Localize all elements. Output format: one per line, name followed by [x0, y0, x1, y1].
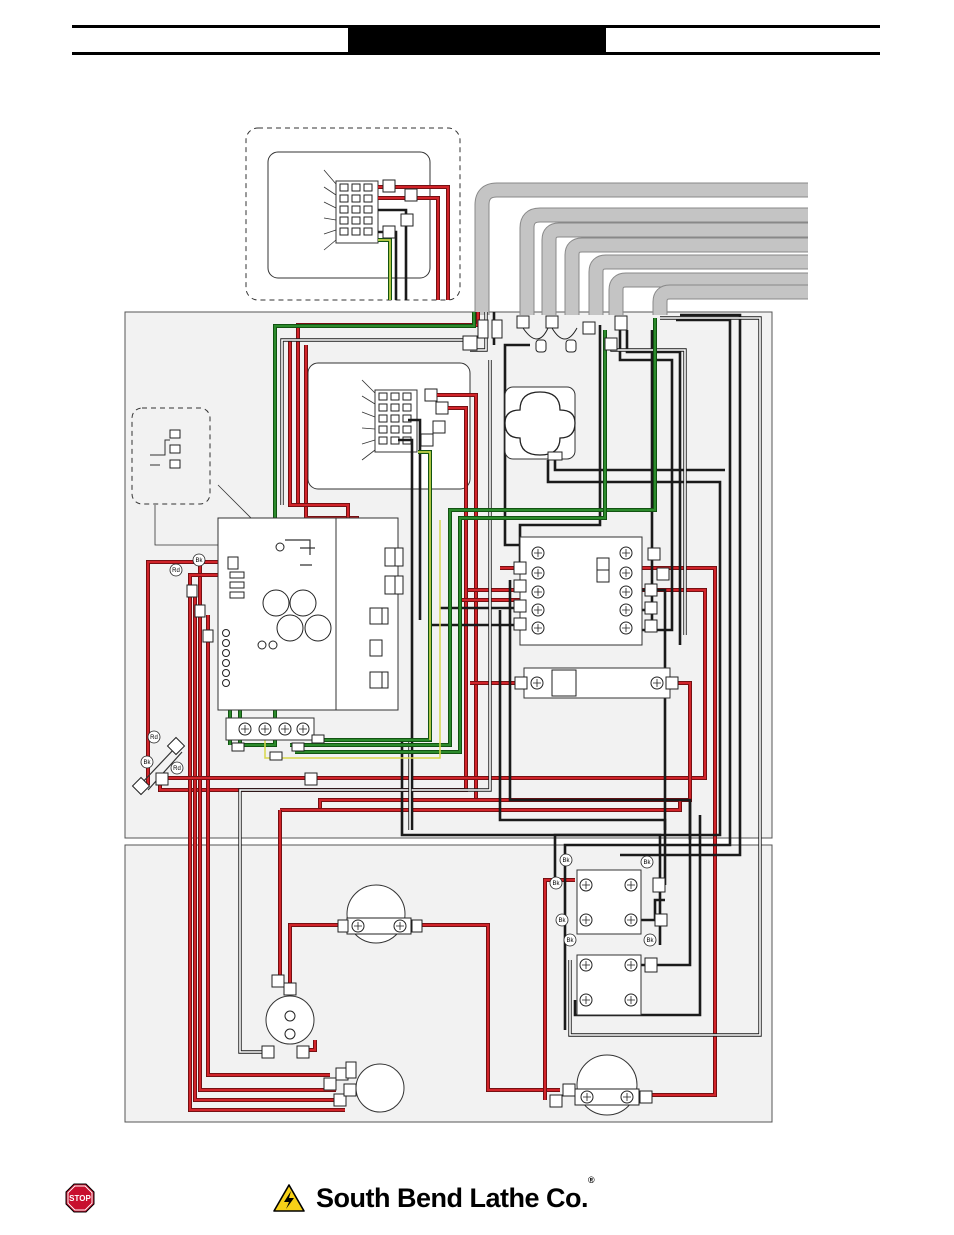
- wire-tag: Bk: [564, 934, 576, 946]
- wire-tag: Rd: [148, 731, 160, 743]
- stop-sign-icon: STOP: [65, 1183, 95, 1213]
- registered-mark: ®: [588, 1175, 594, 1185]
- svg-text:Bk: Bk: [566, 938, 574, 944]
- svg-text:Rd: Rd: [172, 568, 180, 574]
- wire-tag: Bk: [644, 934, 656, 946]
- motor-terminal-3: [356, 1064, 404, 1112]
- svg-text:Bk: Bk: [562, 858, 570, 864]
- svg-text:Rd: Rd: [150, 735, 158, 741]
- wire-tag: Bk: [141, 756, 153, 768]
- control-board-right: [336, 518, 398, 710]
- overload-relay: [524, 668, 670, 698]
- svg-text:Bk: Bk: [643, 860, 651, 866]
- wire-tag: Bk: [560, 854, 572, 866]
- brand-logo: South Bend Lathe Co.®: [272, 1182, 594, 1214]
- stop-sign-label: STOP: [69, 1194, 91, 1203]
- svg-text:Rd: Rd: [173, 766, 181, 772]
- svg-text:Bk: Bk: [195, 558, 203, 564]
- svg-text:Bk: Bk: [552, 881, 560, 887]
- warning-triangle-icon: [272, 1183, 306, 1213]
- wire-tag: Bk: [556, 914, 568, 926]
- brand-name: South Bend Lathe Co.®: [316, 1183, 594, 1214]
- svg-text:Bk: Bk: [143, 760, 151, 766]
- svg-text:Bk: Bk: [646, 938, 654, 944]
- wire-tag: Bk: [550, 877, 562, 889]
- motor-terminal-4: [577, 1055, 637, 1115]
- wire-tag: Bk: [193, 554, 205, 566]
- lower-electrical-panel: [125, 845, 772, 1122]
- wire-tag: Bk: [641, 856, 653, 868]
- wire-tag: Rd: [170, 564, 182, 576]
- conduit-bundle: [482, 190, 808, 315]
- wire-tag: Rd: [171, 762, 183, 774]
- svg-text:Bk: Bk: [558, 918, 566, 924]
